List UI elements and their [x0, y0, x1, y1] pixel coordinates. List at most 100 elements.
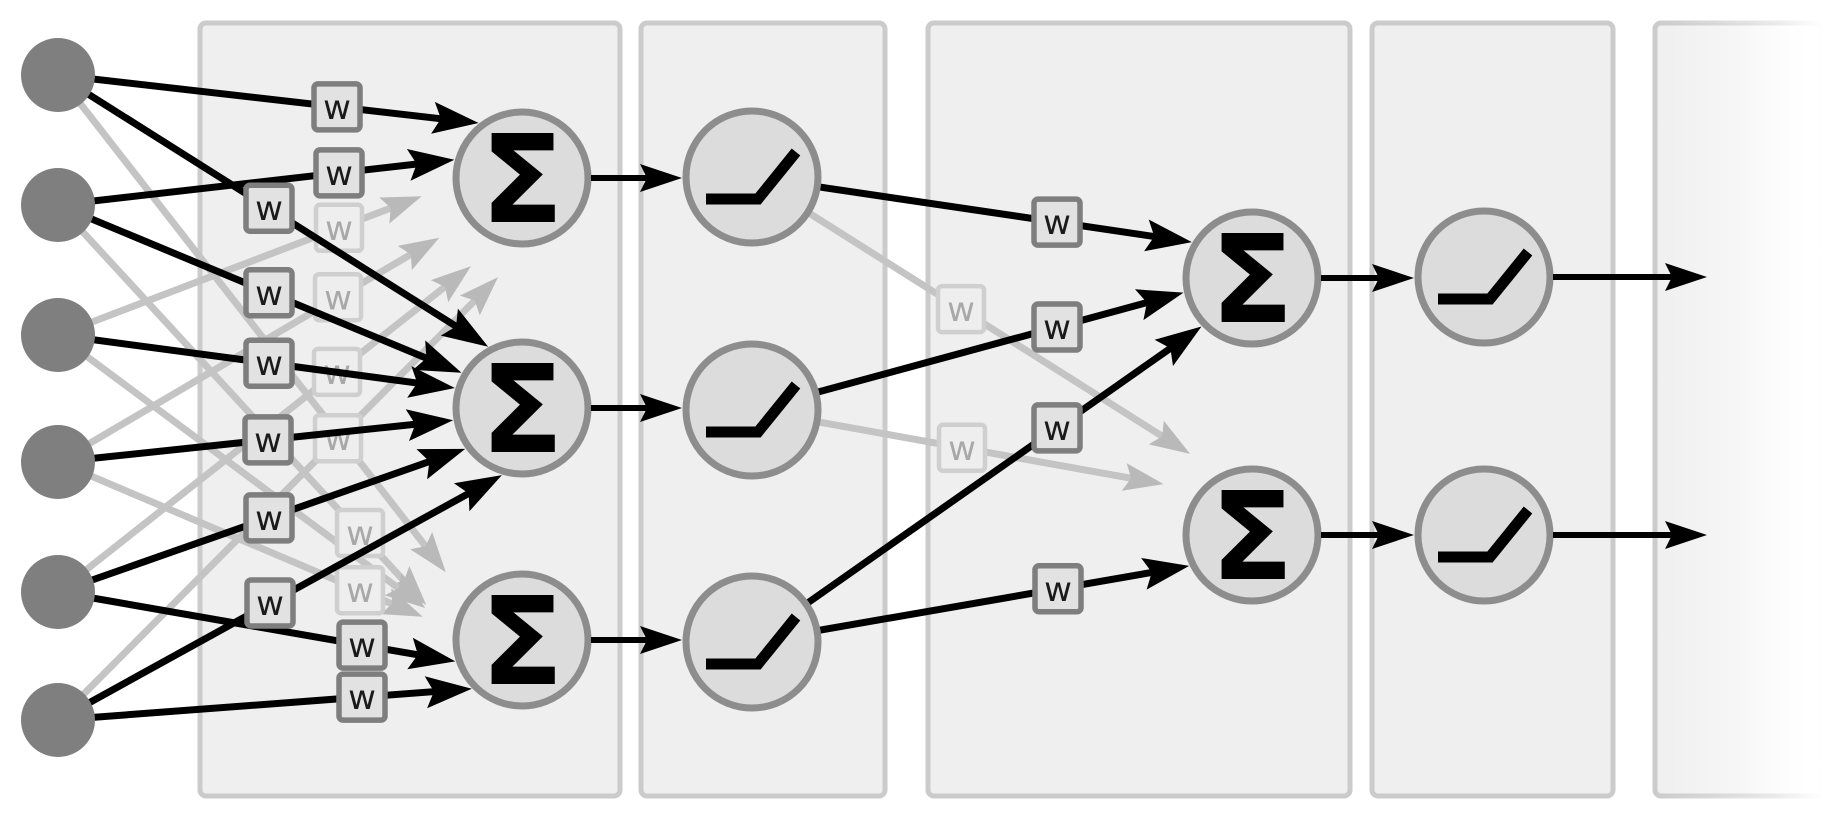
- weight-label: w: [254, 421, 282, 461]
- arrowhead-x4-sum1: [397, 237, 440, 270]
- weight-box-rect: [336, 619, 388, 671]
- weight-box-dark-x6-sum3: w: [336, 671, 388, 723]
- weight-box-rect: [313, 147, 365, 199]
- weight-box-rect: [334, 564, 386, 616]
- weight-label: w: [348, 678, 376, 718]
- arrowhead-output-arrow-act4: [1665, 263, 1707, 291]
- arrowhead-x6-sum2: [453, 475, 502, 512]
- weight-box-light-x2-sum3: w: [334, 507, 386, 559]
- weight-label: w: [255, 189, 283, 229]
- arrowhead-x4-sum2: [405, 409, 454, 441]
- weight-box-dark-act3-sum5: w: [1032, 563, 1084, 615]
- arrowhead-x6-sum3: [424, 676, 472, 709]
- relu-icon: [1438, 248, 1533, 305]
- panel-output-fade: [1652, 20, 1826, 799]
- panel-hidden2-activation: [1369, 20, 1616, 799]
- node-circle: [452, 338, 592, 478]
- sum-node-sum5: Σ: [1182, 465, 1322, 608]
- weight-box-light-act2-sum5: w: [936, 422, 988, 474]
- weight-box-rect: [242, 414, 294, 466]
- weight-box-dark-act3-sum4: w: [1031, 402, 1083, 454]
- arrowhead-link-arrow-sum2-act2: [640, 394, 682, 422]
- sum-node-sum1: Σ: [452, 108, 592, 251]
- weight-box-dark-x1-sum1: w: [311, 81, 363, 133]
- node-circle: [682, 107, 822, 247]
- weight-box-rect: [1031, 196, 1083, 248]
- input-node-x6: [21, 683, 95, 757]
- weight-box-rect: [243, 337, 295, 389]
- arrowhead-x2-sum1: [406, 149, 455, 181]
- arrowhead-x1-sum1: [431, 101, 479, 134]
- connection-strong-act3-sum4: [749, 341, 1178, 645]
- activation-node-act5: [1414, 465, 1554, 605]
- weight-box-dark-act1-sum4: w: [1031, 196, 1083, 248]
- arrowhead-link-arrow-sum3-act3: [640, 626, 682, 654]
- arrowhead-x1-sum3: [410, 532, 446, 573]
- activation-node-act1: [682, 107, 822, 247]
- sigma-glyph: Σ: [480, 571, 563, 713]
- weight-box-rect: [1032, 563, 1084, 615]
- node-circle: [1182, 208, 1322, 348]
- arrowhead-act1-sum5: [1148, 420, 1191, 454]
- connection-strong-x4-sum2: [57, 420, 422, 466]
- weight-box-dark-x5-sum2: w: [243, 492, 295, 544]
- weight-box-rect: [936, 422, 988, 474]
- relu-icon: [706, 381, 801, 438]
- weight-box-rect: [243, 492, 295, 544]
- arrowhead-x4-sum3: [380, 588, 423, 617]
- weight-label: w: [255, 344, 283, 384]
- arrowhead-output-arrow-act5: [1665, 521, 1707, 549]
- node-circle: [682, 340, 822, 480]
- weight-box-dark-x2-sum1: w: [313, 147, 365, 199]
- arrowhead-link-arrow-sum5-act5: [1372, 521, 1414, 549]
- weight-box-rect: [935, 283, 987, 335]
- weight-label: w: [1043, 409, 1071, 449]
- node-circle: [1414, 465, 1554, 605]
- weight-box-dark-x2-sum2: w: [243, 267, 295, 319]
- arrowhead-x1-sum2: [440, 308, 489, 347]
- panel-hidden2-weights: [925, 20, 1353, 799]
- weight-box-light-act1-sum5: w: [935, 283, 987, 335]
- weight-box-rect: [244, 577, 296, 629]
- arrowhead-act2-sum5: [1121, 463, 1164, 491]
- arrowhead-act3-sum4: [1154, 326, 1202, 366]
- arrowhead-x5-sum2: [416, 448, 466, 480]
- node-circle: [1182, 465, 1322, 605]
- weight-label: w: [348, 626, 376, 666]
- sum-node-sum3: Σ: [452, 570, 592, 713]
- weight-label: w: [324, 419, 352, 459]
- input-node-x1: [21, 38, 95, 112]
- weight-box-light-x3-sum1: w: [313, 202, 365, 254]
- layer-panels: [197, 20, 1826, 799]
- sigma-glyph: Σ: [1210, 209, 1293, 351]
- weight-box-rect: [1031, 301, 1083, 353]
- arrowhead-x2-sum2: [412, 340, 462, 373]
- relu-icon: [706, 148, 801, 205]
- weight-box-dark-x6-sum2: w: [244, 577, 296, 629]
- activation-node-act4: [1414, 207, 1554, 347]
- node-circle: [452, 108, 592, 248]
- relu-icon: [706, 613, 801, 670]
- arrowhead-x6-sum1: [459, 277, 498, 316]
- weight-box-dark-x3-sum2: w: [243, 337, 295, 389]
- weight-box-rect: [243, 267, 295, 319]
- weight-label: w: [323, 88, 351, 128]
- input-node-x4: [21, 425, 95, 499]
- arrowhead-act2-sum4: [1135, 289, 1184, 321]
- weight-label: w: [1043, 203, 1071, 243]
- arrowhead-link-arrow-sum4-act4: [1372, 264, 1414, 292]
- arrowhead-x3-sum1: [379, 196, 422, 224]
- sigma-glyph: Σ: [480, 109, 563, 251]
- arrowhead-x3-sum3: [384, 572, 426, 608]
- weight-label: w: [346, 571, 374, 611]
- input-node-x2: [21, 168, 95, 242]
- weight-label: w: [1044, 570, 1072, 610]
- sum-node-sum4: Σ: [1182, 208, 1322, 351]
- weight-label: w: [948, 429, 976, 469]
- weight-box-rect: [243, 182, 295, 234]
- weight-box-dark-x5-sum3: w: [336, 619, 388, 671]
- weight-label: w: [325, 154, 353, 194]
